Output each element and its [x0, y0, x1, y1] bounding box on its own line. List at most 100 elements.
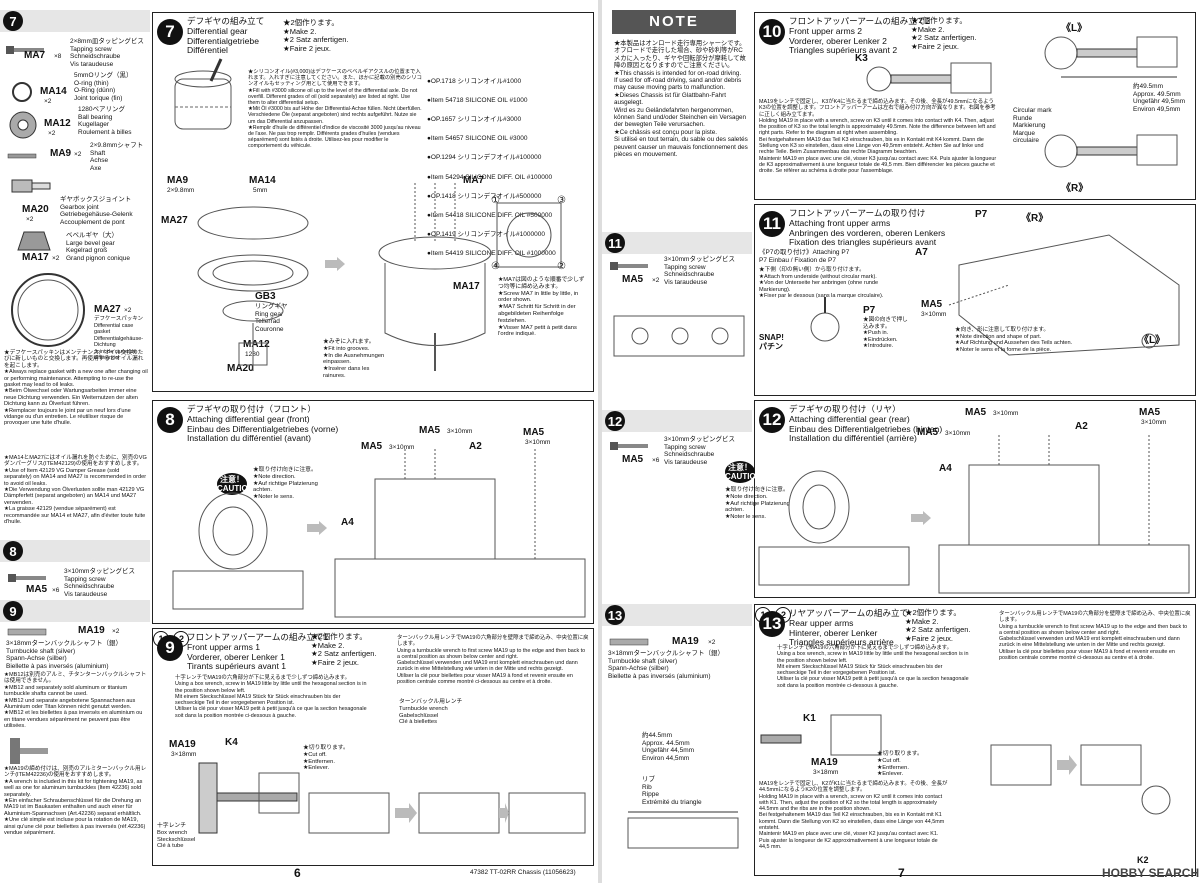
step-number: 13: [759, 611, 785, 637]
part-code: MA19: [78, 625, 105, 636]
oil-option: ●OP.1419 シリコンデフオイル#1000000: [427, 231, 545, 239]
part-qty: ×2: [708, 639, 716, 646]
part-label-a7: A7: [915, 247, 928, 258]
oil-option: ●OP.1657 シリコンオイル#3000: [427, 115, 522, 123]
part-size: 3×18mm: [813, 769, 839, 776]
screw-icon: [6, 46, 44, 54]
part-label-ma27: MA27: [161, 215, 188, 226]
part-desc: 3×18mmターンバックルシャフト（銀） Turnbuckle shaft (s…: [608, 650, 724, 680]
part-label-ma5: MA5: [921, 299, 943, 310]
part-qty: ×2: [124, 307, 132, 314]
part-label-ma7: MA7: [463, 175, 485, 186]
cut-note: ★切り取ります。 ★Cut off. ★Entfernen. ★Enlever.: [877, 751, 923, 778]
part-label-ma5: MA5: [1139, 407, 1161, 418]
step-number: 11: [605, 233, 625, 253]
ball-bearing-icon: [9, 111, 37, 139]
part-code: MA5: [622, 454, 644, 465]
part-qty: ×2: [26, 216, 34, 223]
part-label-gb3: GB3: [255, 291, 276, 302]
turnbuckle-assembly-illustration: [198, 762, 586, 834]
part-desc: 3×10mmタッピングビス Tapping screw Schneidschra…: [664, 436, 735, 466]
part-code: MA7: [24, 50, 46, 61]
oil-option: ●OP.1294 シリコンデフオイル#100000: [427, 154, 542, 162]
step11-parts-header: 11: [602, 232, 752, 254]
watermark: HOBBY SEARCH: [1102, 866, 1200, 880]
part-code: MA17: [22, 252, 49, 263]
step8-parts-column: 8 MA5 ×6 3×10mmタッピングビス Tapping screw Sch…: [0, 540, 150, 605]
part-desc: 3×10mmタッピングビス Tapping screw Schneidschra…: [64, 568, 135, 598]
push-note: ★図の向きで押し込みます。 ★Push in. ★Eindrücken. ★In…: [863, 317, 908, 350]
step13-parts-column: 13 MA19 ×2 3×18mmターンバックルシャフト（銀） Turnbuck…: [602, 604, 752, 684]
diff-assembled-illustration: [378, 183, 492, 371]
make-note: ★2個作ります。 ★Make 2. ★2 Satz anfertigen. ★F…: [905, 608, 971, 643]
order-num: ①: [491, 195, 500, 206]
part-desc: 2×8mm皿タッピングビス Tapping screw Schneidschra…: [70, 38, 144, 68]
caution-badge: 注意！ CAUTION: [217, 473, 254, 495]
oil-option: ●Item 54657 SILICONE OIL #3000: [427, 135, 528, 143]
part-code: MA27: [94, 304, 121, 315]
step12-parts-column: 12 MA5 ×6 3×10mmタッピングビス Tapping screw Sc…: [602, 410, 752, 480]
oil-note: ★シリコンオイル(#3,000)はデフケースのベベルギアクスルの位置まで入れます…: [248, 69, 422, 150]
step12-panel: 12 デフギヤの取り付け（リヤ） Attaching differential …: [725, 400, 1196, 598]
part-label-ma5: MA5: [419, 425, 441, 436]
part-label-k1: K1: [803, 713, 816, 724]
note-heading: NOTE: [612, 10, 736, 34]
wrench-note: ★MA19の締め付けは、別売のアルミターンバックル用レンチ(ITEM42236)…: [4, 766, 147, 837]
part-code: MA9: [50, 148, 72, 159]
part-qty: ×2: [52, 255, 60, 262]
gearbox-joint-icon: [11, 179, 51, 193]
part-size: 3×10mm: [993, 410, 1019, 417]
page-number: 6: [294, 866, 301, 880]
page-6: 7 MA7 ×8 2×8mm皿タッピングビス Tapping screw Sch…: [0, 0, 598, 883]
part-code: MA5: [26, 584, 48, 595]
turnbuckle-wrench-label: ターンバックル用レンチ Turnbuckle wrench Gabelschlü…: [399, 699, 463, 726]
part-label-a4: A4: [939, 463, 952, 474]
arrow-right-icon: [307, 521, 327, 535]
turnbuckle-shaft-icon: [7, 628, 47, 636]
part-qty: ×2: [652, 277, 660, 284]
right-side-label: 《R》: [1021, 213, 1049, 224]
part-size: 5mm: [253, 187, 268, 194]
make-note: ★2個作ります。 ★Make 2. ★2 Satz anfertigen. ★F…: [283, 18, 349, 53]
part-label-ma9: MA9: [167, 175, 189, 186]
order-num: ④: [491, 261, 500, 272]
sub-step-2-text: ターンバックル用レンチでMA19の六角部分を壁際まで締め込み、中央位置に戻します…: [999, 611, 1191, 662]
part-label-ma19: MA19: [811, 757, 838, 768]
part-label-p7: P7: [863, 305, 876, 316]
screw-icon: [8, 574, 46, 582]
p7-attach-title: 《P7の取り付け》Attaching P7 P7 Einbau / Fixati…: [759, 249, 850, 264]
shaft-icon: [7, 153, 37, 159]
rib-label: リブ Rib Rippe Extrémité du triangle: [642, 776, 702, 806]
box-wrench-label: 十字レンチ Box wrench Steckschlüssel Clé à tu…: [157, 823, 196, 850]
part-desc: ベベルギヤ（大） Large bevel gear Kegelrad groß …: [66, 232, 130, 262]
screw-order-diagram: [496, 202, 562, 268]
step-number: 13: [605, 605, 625, 625]
part-desc: 3×10mmタッピングビス Tapping screw Schneidschra…: [664, 256, 735, 286]
step-title: リヤアッパーアームの組み立て Rear upper arms Hinterer,…: [789, 608, 909, 648]
p7-insert-illustration: [810, 297, 840, 342]
shaft-note: ★MB12は別売のアルミ、チタンターンバックルシャフトは使用できません。 ★MB…: [4, 672, 147, 730]
left-side-label: 《L》: [1139, 335, 1166, 346]
rib-arm-illustration: [627, 811, 739, 849]
turnbuckle-adjust-illustration: [990, 744, 1171, 815]
step13-panel: 13 リヤアッパーアームの組み立て Rear upper arms Hinter…: [754, 604, 1196, 876]
note-text: ★本製品はオンロード走行専用シャーシです。 オフロードで走行した場合、砂や砂利等…: [614, 40, 748, 159]
part-label-a2: A2: [469, 441, 482, 452]
part-size: 3×18mm: [171, 751, 197, 758]
step-title: デフギヤの取り付け（リヤ） Attaching differential gea…: [789, 404, 943, 444]
circular-mark-label: Circular mark Runde Markierung Marque ci…: [1013, 107, 1052, 144]
part-desc: 5mmOリング（黒） O-ring (thin) O-Ring (dünn) J…: [74, 72, 133, 102]
part-size: 3×10mm: [447, 428, 473, 435]
part-label-ma14: MA14: [249, 175, 276, 186]
step8-panel: 8 デフギヤの取り付け（フロント） Attaching differential…: [152, 400, 594, 624]
page-number: 7: [898, 866, 905, 880]
o-ring-note: ★MA14とMA27にはオイル漏れを防ぐために、別売のVGダンパーグリス(ITE…: [4, 455, 147, 526]
part-desc: 2×9.8mmシャフト Shaft Achse Axe: [90, 142, 144, 172]
gasket-icon: [11, 273, 85, 347]
part-qty: ×2: [74, 151, 82, 158]
step-number: 9: [157, 635, 183, 661]
snap-label: SNAP! パチン: [759, 333, 784, 351]
gasket-note: ★デフケースパッキンはメンテナンス、オイル交換のたびに新しいものと交換します。再…: [4, 350, 148, 427]
part-desc: ギヤボックスジョイント Gearbox joint Getriebegehäus…: [60, 196, 133, 226]
cut-note: ★切り取ります。 ★Cut off. ★Entfernen. ★Enlever.: [303, 745, 349, 772]
